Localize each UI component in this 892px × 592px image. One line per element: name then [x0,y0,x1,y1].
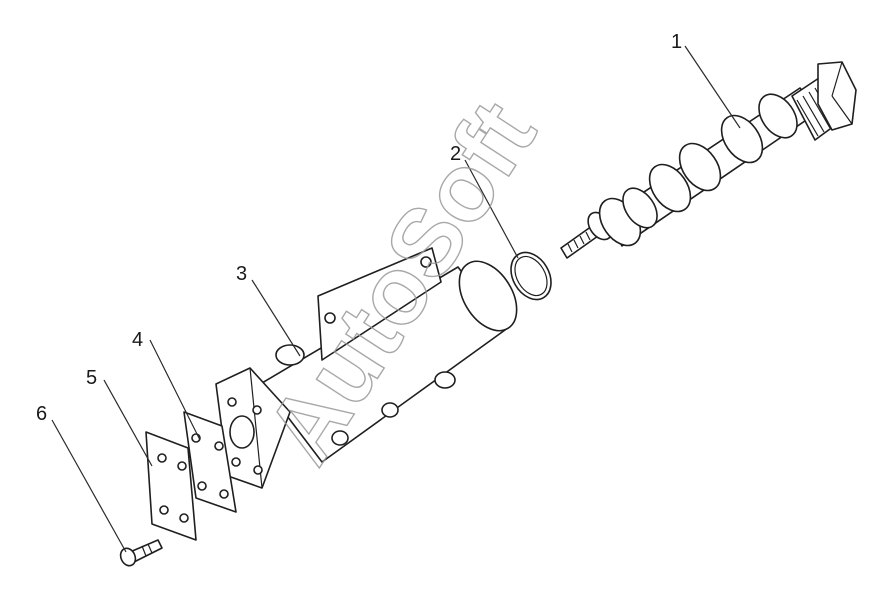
part-3-valve-body [215,247,518,489]
spool-lands [598,93,798,247]
callout-3: 3 [236,263,247,285]
threaded-tip [560,225,599,259]
callout-1: 1 [671,31,682,53]
side-port [275,344,305,366]
part-5-cover-plate [145,431,197,541]
callout-labels: 1 2 3 4 5 6 [36,31,682,425]
leader-line-3 [251,279,301,357]
leader-line-6 [51,419,127,553]
part-4-gasket [183,411,237,513]
body-sleeve-end [458,260,518,332]
side-port [381,402,399,418]
leader-line-1 [684,45,741,129]
watermark-text: AutoSoft [246,83,556,481]
leader-lines [51,45,741,553]
body-flange [215,367,291,489]
callout-2: 2 [450,143,461,165]
side-port [331,430,349,446]
callout-4: 4 [132,329,143,351]
threaded-plug [791,61,857,141]
leader-line-2 [464,159,519,259]
callout-6: 6 [36,403,47,425]
mounting-bracket [317,247,442,361]
leader-line-4 [149,339,201,441]
side-port [434,371,456,389]
flange-bore [229,415,255,449]
part-6-bolt [119,539,163,567]
callout-5: 5 [86,367,97,389]
leader-line-5 [103,379,153,467]
part-2-o-ring [510,251,552,301]
part-1-spool-assembly [560,61,857,259]
